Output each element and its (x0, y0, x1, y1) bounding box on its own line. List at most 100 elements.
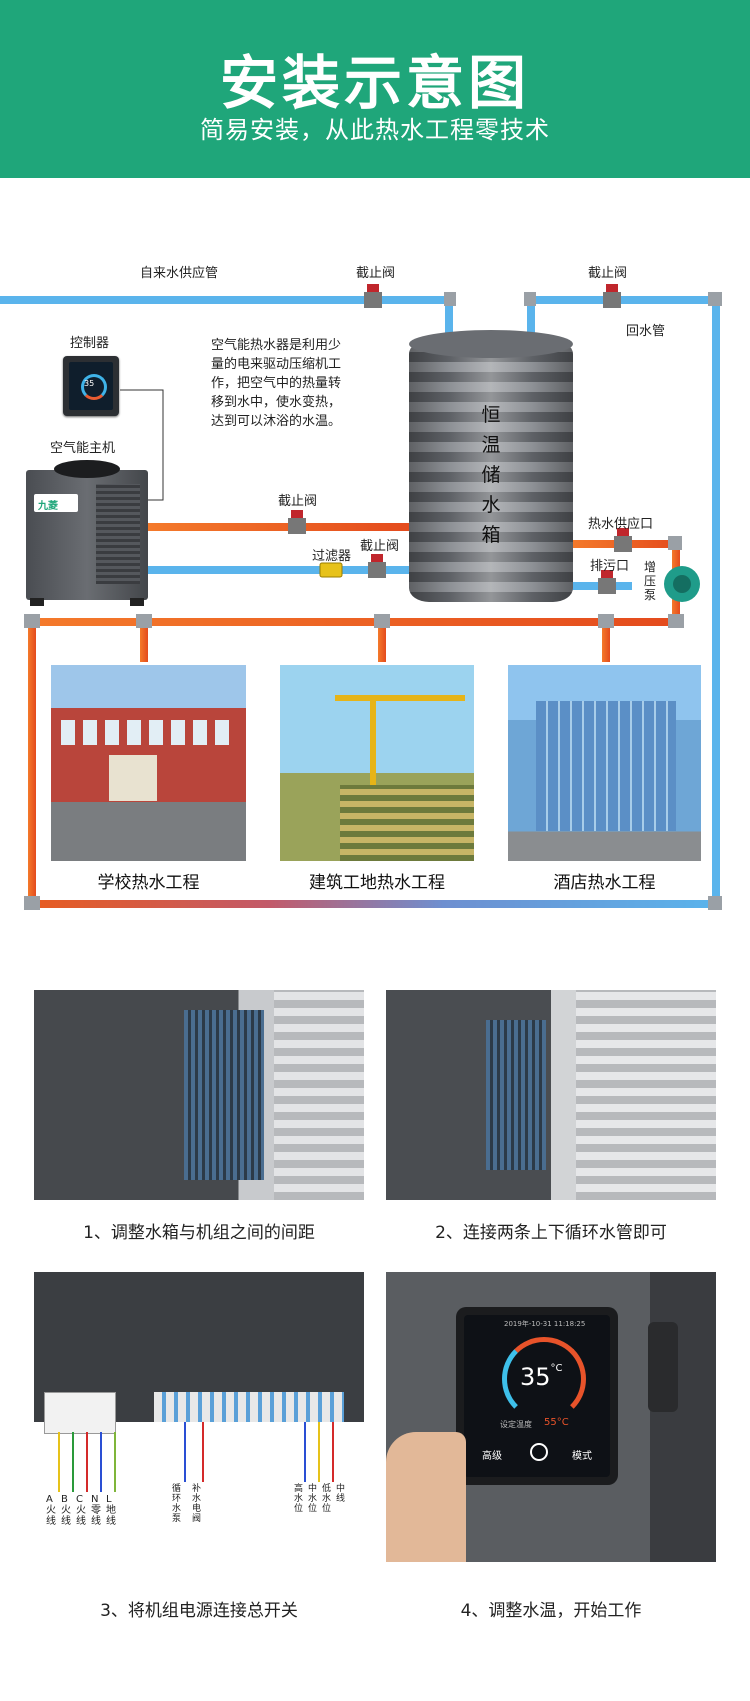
power-terminal (44, 1392, 116, 1434)
elbow (668, 536, 682, 550)
project-caption: 学校热水工程 (97, 873, 200, 893)
distribution-pipe (28, 618, 680, 626)
crane-tower (370, 695, 376, 825)
drop-2 (378, 622, 386, 662)
step-2-photo (386, 990, 716, 1200)
return-pipe-label: 回水管 (626, 324, 666, 339)
tank-surface (576, 990, 716, 1200)
controller-label: 控制器 (70, 336, 110, 351)
valve-icon (598, 570, 616, 594)
hot-water-outlet-label: 热水供应口 (588, 517, 654, 532)
cabinet-latch (648, 1322, 678, 1412)
elbow (524, 292, 536, 306)
unit-foot (30, 598, 44, 606)
construction-photo (280, 665, 474, 861)
crane-jib (335, 695, 465, 701)
heat-pump-unit: 九菱 (26, 460, 148, 606)
hotel-facade (536, 701, 676, 831)
bottom-return-pipe (28, 900, 720, 908)
elbow (444, 292, 456, 306)
school-entrance (109, 755, 157, 801)
fan-icon (54, 460, 120, 478)
controller-screen: 35 (69, 362, 113, 410)
cold-pipe-tank-to-unit (148, 566, 410, 574)
return-pipe-top (527, 296, 720, 304)
project-caption: 建筑工地热水工程 (309, 873, 445, 893)
unit-foot (130, 598, 144, 606)
heater-description: 空气能热水器是利用少量的电来驱动压缩机工作，把空气中的热量转移到水中，使水变热，… (211, 338, 342, 429)
drain-outlet-label: 排污口 (590, 559, 630, 574)
unit-coil (486, 1020, 546, 1170)
tap-water-pipe-label: 自来水供应管 (140, 266, 219, 281)
tank-top (409, 330, 573, 358)
host-label: 空气能主机 (50, 441, 116, 456)
valve-icon (603, 284, 621, 308)
step-3-photo: A 火 线 B 火 线 C 火 线 N 零 线 L 地 线 循环水泵 补水电阀 … (34, 1272, 364, 1562)
drop-1 (140, 622, 148, 662)
thermostat-screen: 2019年-10-31 11:18:25 35°C 设定温度 55°C 高级 模… (464, 1315, 610, 1477)
tank-name: 恒温储水箱 (481, 404, 501, 546)
booster-pump-icon (664, 566, 700, 602)
brand-logo: 九菱 (34, 494, 78, 512)
step-caption: 4、调整水温，开始工作 (460, 1601, 642, 1621)
terminal-label: L 地 线 (106, 1494, 116, 1527)
terminal-label: C 火 线 (76, 1494, 86, 1527)
step-caption: 3、将机组电源连接总开关 (100, 1601, 298, 1621)
plumbing-diagram (0, 284, 722, 910)
level-label: 低水位 (322, 1484, 332, 1514)
thermostat-dial-icon (81, 374, 107, 400)
step-caption: 2、连接两条上下循环水管即可 (435, 1223, 667, 1243)
elbow (24, 614, 40, 628)
tank-inlet-pipe (445, 300, 453, 342)
terminal-label: B 火 线 (61, 1494, 71, 1527)
step-4-photo: 2019年-10-31 11:18:25 35°C 设定温度 55°C 高级 模… (386, 1272, 716, 1562)
left-riser (28, 618, 36, 908)
valve-icon (614, 528, 632, 552)
controller-reading: 35 (84, 379, 95, 388)
page-title: 安装示意图 (219, 49, 530, 117)
setpoint-value: 55°C (544, 1417, 569, 1428)
valve-label: 截止阀 (360, 539, 400, 554)
level-label: 高水位 (294, 1484, 304, 1514)
unit-coil (184, 1010, 264, 1180)
tap-water-pipe (0, 296, 453, 304)
valve-icon (368, 554, 386, 578)
elbow (708, 292, 722, 306)
mode-button[interactable]: 模式 (572, 1451, 592, 1462)
booster-pump-label: 增压泵 (644, 560, 657, 602)
terminal-label: N 零 线 (91, 1494, 101, 1527)
school-photo (51, 665, 246, 861)
hotel-photo (508, 665, 701, 861)
level-label: 中水位 (308, 1484, 318, 1514)
unit-grille (96, 484, 140, 584)
elbow (708, 896, 722, 910)
page-header: 安装示意图 简易安装，从此热水工程零技术 (0, 0, 750, 178)
school-windows (61, 720, 236, 745)
elbow (374, 614, 390, 628)
valve-icon (288, 510, 306, 534)
elbow (668, 614, 684, 628)
drop-3 (602, 622, 610, 662)
power-icon[interactable] (530, 1443, 548, 1461)
filter-label: 过滤器 (312, 549, 352, 564)
terminal-label: A 火 线 (46, 1494, 56, 1527)
step-caption: 1、调整水箱与机组之间的间距 (83, 1223, 315, 1243)
temperature-value: 35°C (520, 1363, 563, 1391)
level-label: 中线 (336, 1484, 346, 1504)
advanced-button[interactable]: 高级 (482, 1451, 502, 1462)
terminal-block (154, 1392, 344, 1422)
elbow (136, 614, 152, 628)
building-scaffold (340, 785, 474, 861)
pump-wire-label: 循环水泵 (172, 1484, 182, 1524)
project-caption: 酒店热水工程 (553, 873, 656, 893)
elbow (598, 614, 614, 628)
hot-pipe-unit-to-tank (148, 523, 410, 531)
return-pipe-right (712, 296, 720, 904)
thermostat-time: 2019年-10-31 11:18:25 (504, 1320, 586, 1328)
thermostat-device: 2019年-10-31 11:18:25 35°C 设定温度 55°C 高级 模… (456, 1307, 618, 1485)
elbow (24, 896, 40, 910)
valve-wire-label: 补水电阀 (192, 1484, 202, 1524)
step-1-photo (34, 990, 364, 1200)
valve-label: 截止阀 (588, 266, 628, 281)
valve-label: 截止阀 (278, 494, 318, 509)
